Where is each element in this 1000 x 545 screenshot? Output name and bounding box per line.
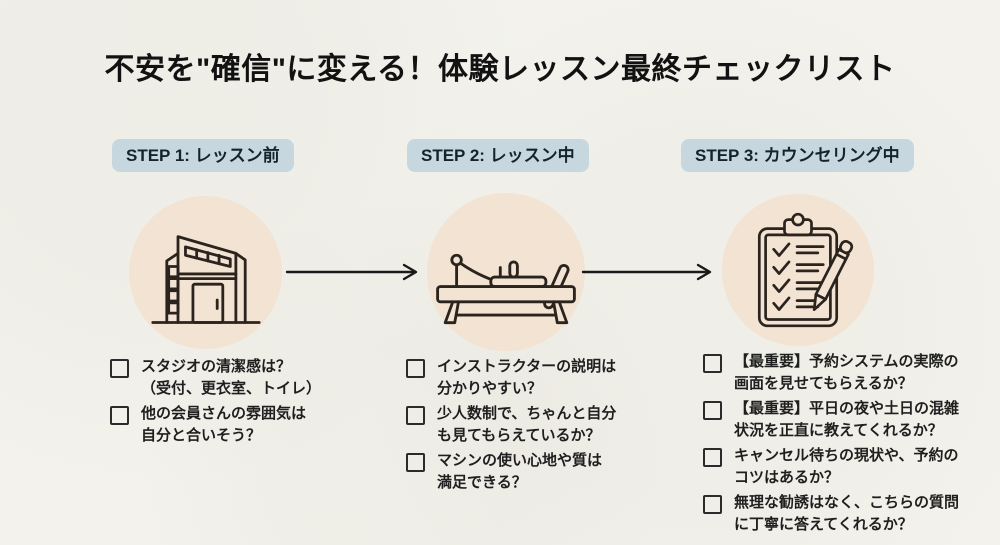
checkbox[interactable] [110,359,129,378]
step-1-icon-circle [129,196,282,349]
checklist-item: 他の会員さんの雰囲気は 自分と合いそう？ [110,403,360,447]
checklist-item-text: 無理な勧誘はなく、こちらの質問 に丁寧に答えてくれるか？ [734,494,960,533]
checkbox[interactable] [406,406,425,425]
checkbox[interactable] [406,453,425,472]
step-1-header: STEP 1: レッスン前 [112,139,294,172]
checklist-item: 【最重要】予約システムの実際の 画面を見せてもらえるか？ [703,351,978,395]
checklist-item: スタジオの清潔感は？ （受付、更衣室、トイレ） [110,356,360,400]
checkbox[interactable] [703,401,722,420]
checklist-item: インストラクターの説明は 分かりやすい？ [406,356,661,400]
checklist-item: 無理な勧誘はなく、こちらの質問 に丁寧に答えてくれるか？ [703,492,978,536]
checklist-step-2: インストラクターの説明は 分かりやすい？ 少人数制で、ちゃんと自分 も見てもらえ… [406,356,661,497]
clipboard-checklist-icon [757,212,854,328]
checklist-item: 【最重要】平日の夜や土日の混雑 状況を正直に教えてくれるか？ [703,398,978,442]
step-2-icon-circle [427,193,585,351]
checklist-step-1: スタジオの清潔感は？ （受付、更衣室、トイレ） 他の会員さんの雰囲気は 自分と合… [110,356,360,450]
step-3-icon-circle [722,194,874,346]
checklist-item: キャンセル待ちの現状や、予約の コツはあるか？ [703,445,978,489]
checkbox[interactable] [703,448,722,467]
arrow-right-icon [581,263,712,281]
page-title: 不安を"確信"に変える！体験レッスン最終チェックリスト [104,53,896,86]
checklist-item: マシンの使い心地や質は 満足できる？ [406,450,661,494]
checkbox[interactable] [406,359,425,378]
arrow-right-icon [285,263,418,281]
pilates-reformer-icon [436,253,576,325]
checklist-item-text: インストラクターの説明は 分かりやすい？ [437,358,617,397]
checklist-item-text: 【最重要】平日の夜や土日の混雑 状況を正直に教えてくれるか？ [734,400,960,439]
checklist-item-text: マシンの使い心地や質は 満足できる？ [437,452,603,491]
checklist-item: 少人数制で、ちゃんと自分 も見てもらえているか？ [406,403,661,447]
checklist-step-3: 【最重要】予約システムの実際の 画面を見せてもらえるか？ 【最重要】平日の夜や土… [703,351,978,539]
checkbox[interactable] [703,495,722,514]
studio-building-icon [150,234,261,324]
checklist-item-text: 【最重要】予約システムの実際の 画面を見せてもらえるか？ [734,353,959,392]
checklist-item-text: スタジオの清潔感は？ （受付、更衣室、トイレ） [141,358,322,397]
step-2-header: STEP 2: レッスン中 [407,139,589,172]
checkbox[interactable] [703,354,722,373]
checkbox[interactable] [110,406,129,425]
checklist-item-text: 他の会員さんの雰囲気は 自分と合いそう？ [141,405,307,444]
checklist-item-text: キャンセル待ちの現状や、予約の コツはあるか？ [734,447,959,486]
step-3-header: STEP 3: カウンセリング中 [681,139,914,172]
pencil-icon [812,239,854,311]
checklist-item-text: 少人数制で、ちゃんと自分 も見てもらえているか？ [437,405,617,444]
